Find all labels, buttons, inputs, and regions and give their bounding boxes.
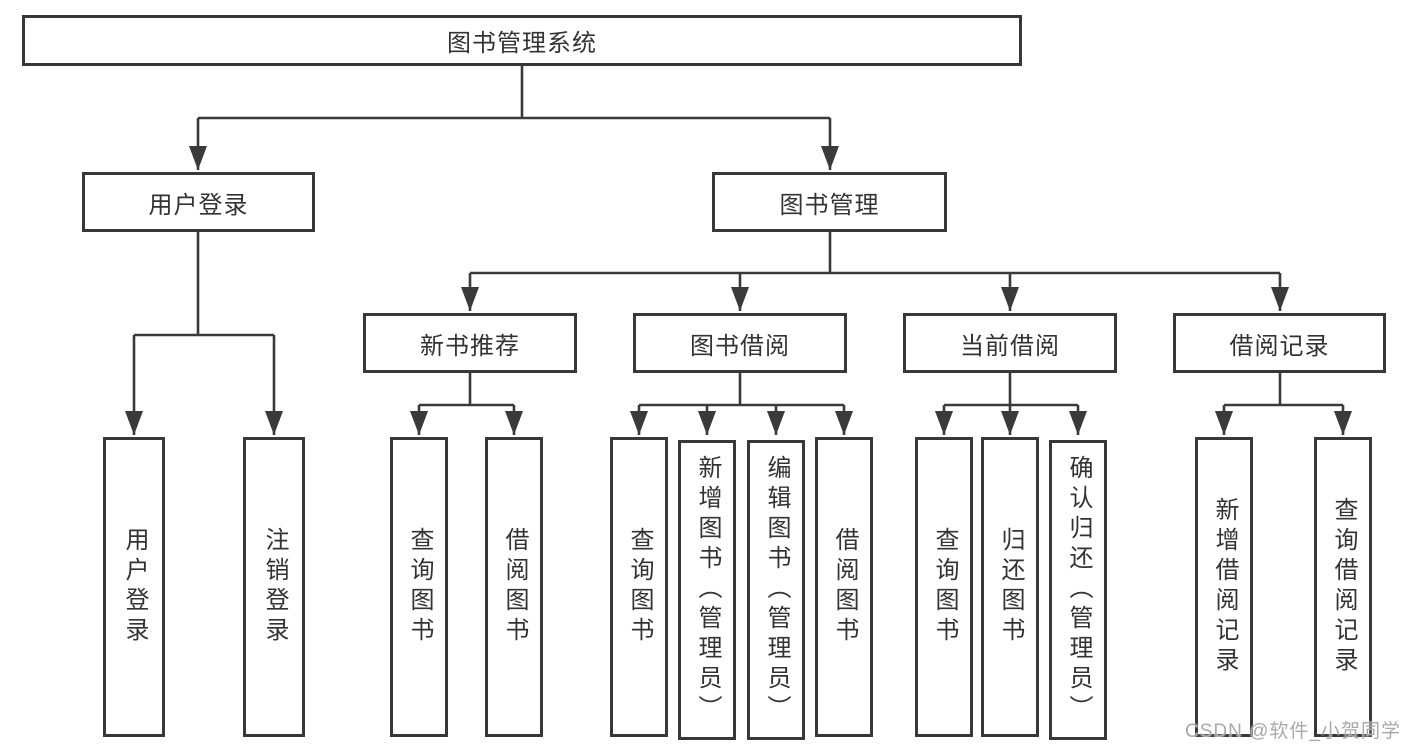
node-label: 借阅图书 [831, 527, 858, 647]
leaf-add-borrow-record: 新增借阅记录 [1195, 437, 1253, 737]
node-current-borrow: 当前借阅 [903, 313, 1117, 373]
leaf-logout: 注销登录 [243, 437, 305, 737]
node-label: 图书管理系统 [447, 30, 597, 57]
node-label: 当前借阅 [960, 332, 1060, 360]
leaf-confirm-return-admin: 确认归还（管理员） [1049, 440, 1107, 740]
node-label: 查询图书 [406, 527, 433, 647]
node-new-book-recommend: 新书推荐 [363, 313, 577, 373]
leaf-query-books-recommend: 查询图书 [390, 437, 448, 737]
node-label: 新增借阅记录 [1211, 497, 1238, 677]
node-label: 编辑图书（管理员） [763, 455, 790, 725]
node-label: 查询图书 [931, 527, 958, 647]
node-label: 图书借阅 [690, 332, 790, 360]
node-book-management: 图书管理 [712, 172, 947, 232]
leaf-user-login: 用户登录 [103, 437, 165, 737]
leaf-add-books-admin: 新增图书（管理员） [678, 440, 736, 740]
node-borrow-records: 借阅记录 [1173, 313, 1386, 373]
node-label: 查询借阅记录 [1330, 497, 1357, 677]
node-label: 注销登录 [261, 527, 288, 647]
node-system-root: 图书管理系统 [22, 15, 1022, 66]
node-user-login: 用户登录 [82, 172, 315, 232]
leaf-query-books-borrow: 查询图书 [610, 437, 668, 737]
node-label: 归还图书 [997, 527, 1024, 647]
node-label: 用户登录 [148, 191, 249, 219]
node-label: 借阅记录 [1229, 332, 1330, 360]
node-label: 新书推荐 [420, 332, 520, 360]
node-book-borrow: 图书借阅 [633, 313, 847, 373]
node-label: 借阅图书 [501, 527, 528, 647]
leaf-query-books-current: 查询图书 [915, 437, 973, 737]
node-label: 用户登录 [121, 527, 148, 647]
node-label: 查询图书 [626, 527, 653, 647]
leaf-edit-books-admin: 编辑图书（管理员） [747, 440, 805, 740]
leaf-return-books: 归还图书 [981, 437, 1039, 737]
leaf-borrow-books-recommend: 借阅图书 [485, 437, 543, 737]
node-label: 确认归还（管理员） [1065, 455, 1092, 725]
node-label: 新增图书（管理员） [694, 455, 721, 725]
csdn-watermark: CSDN @软件_小贺同学 [1185, 721, 1401, 742]
leaf-query-borrow-record: 查询借阅记录 [1314, 437, 1372, 737]
node-label: 图书管理 [779, 191, 880, 219]
leaf-borrow-books: 借阅图书 [815, 437, 873, 737]
